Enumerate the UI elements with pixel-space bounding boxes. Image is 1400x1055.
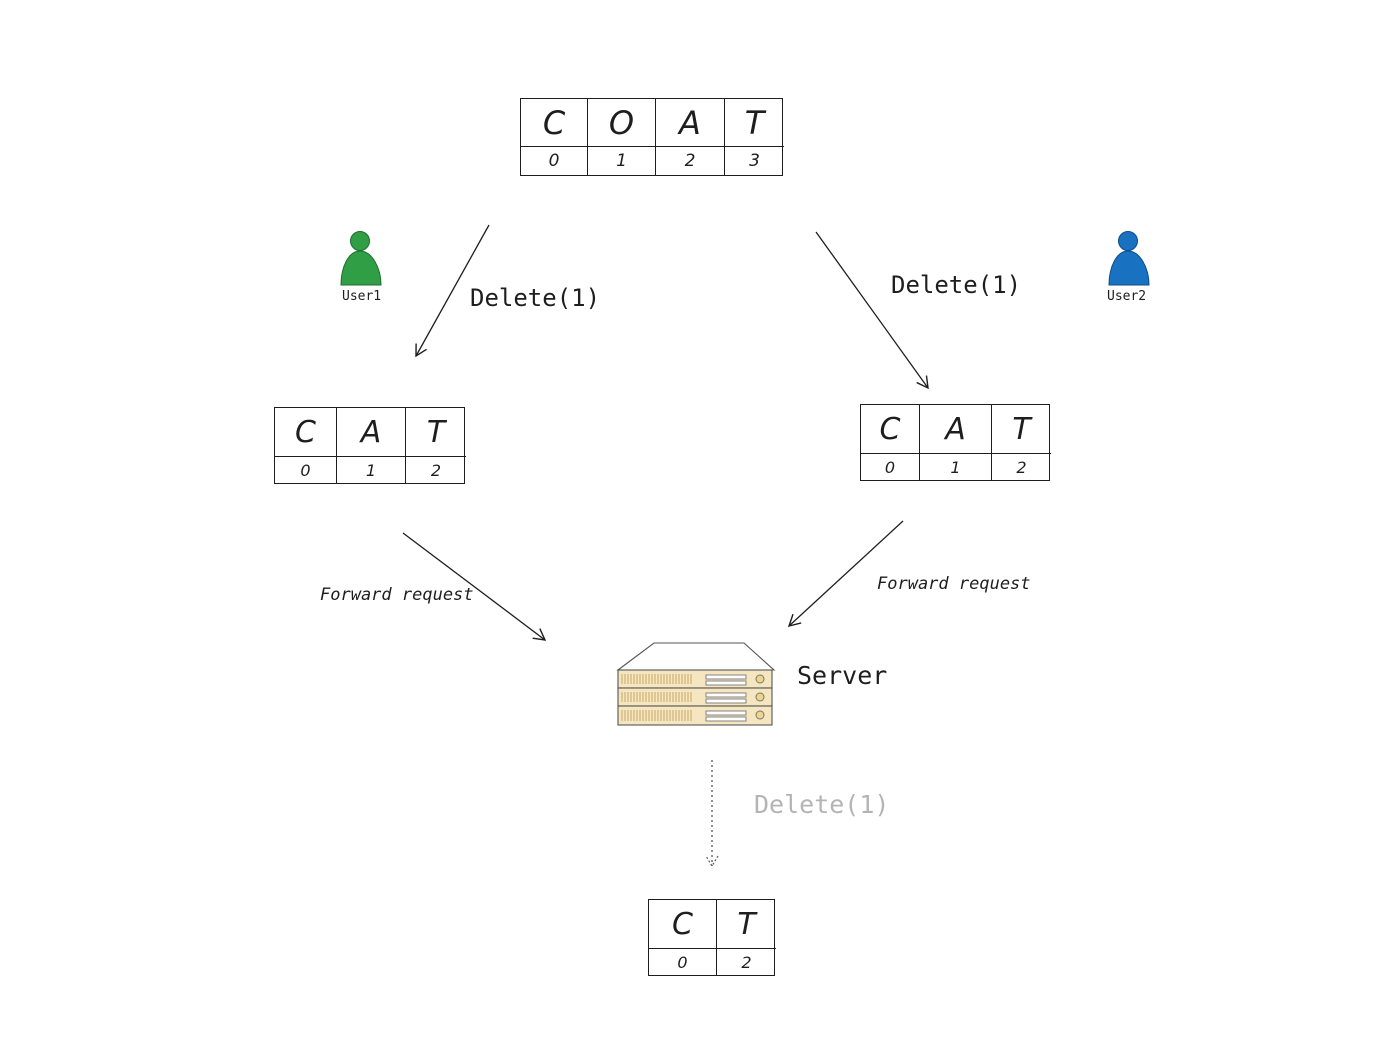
server-label: Server (797, 661, 888, 690)
cell-letter: T (426, 414, 446, 450)
cell-index: 0 (861, 453, 919, 480)
table-user1-result: C 0 A 1 T 2 (274, 407, 466, 484)
server-unit (617, 687, 773, 707)
arrow-original-to-user2 (815, 231, 929, 390)
cell-index: 1 (920, 453, 991, 480)
table-cell: O 1 (588, 99, 656, 175)
table-cell: A 2 (656, 99, 725, 175)
user1-operation-label: Delete(1) (470, 284, 601, 312)
server-top (616, 642, 776, 671)
cell-letter: A (679, 103, 701, 142)
server-operation-label: Delete(1) (754, 790, 890, 819)
table-cell: A 1 (920, 405, 992, 480)
arrow-user1-to-server (402, 532, 547, 641)
table-cell: C 0 (275, 408, 337, 483)
cell-letter: O (608, 103, 635, 142)
table-cell: C 0 (861, 405, 920, 480)
cell-index: 2 (717, 948, 776, 975)
server-unit (617, 705, 773, 726)
cell-index: 2 (656, 146, 724, 175)
user1-body (340, 250, 382, 286)
table-cell: A 1 (337, 408, 406, 483)
server-unit (617, 669, 773, 689)
cell-index: 1 (588, 146, 655, 175)
table-cell: T 2 (717, 900, 776, 975)
cell-letter: T (1012, 411, 1031, 447)
cell-index: 2 (406, 456, 466, 483)
table-final-result: C 0 T 2 (648, 899, 776, 976)
user2-label: User2 (1107, 289, 1147, 304)
server-power-lights (755, 674, 765, 720)
table-cell: C 0 (521, 99, 588, 175)
arrow-original-to-user1 (415, 224, 490, 358)
forward-request-right-label: Forward request (877, 574, 1031, 594)
arrow-user2-to-server (787, 520, 904, 627)
cell-letter: A (360, 414, 382, 450)
cell-letter: C (295, 414, 316, 450)
user2-body (1108, 250, 1150, 286)
cell-letter: T (737, 906, 756, 942)
server-drive-slots (705, 674, 747, 722)
cell-letter: C (672, 906, 693, 942)
user2-person-icon (1108, 231, 1150, 286)
cell-index: 0 (275, 456, 336, 483)
cell-index: 0 (649, 948, 716, 975)
user1-label: User1 (342, 289, 382, 304)
forward-request-left-label: Forward request (320, 585, 474, 605)
cell-index: 0 (521, 146, 587, 175)
cell-letter: C (542, 103, 566, 142)
user2-head (1118, 231, 1138, 251)
table-cell: T 3 (725, 99, 784, 175)
cell-index: 2 (992, 453, 1051, 480)
user2-operation-label: Delete(1) (891, 271, 1022, 299)
server-vents (621, 674, 692, 721)
server-icon (616, 642, 776, 726)
cell-index: 3 (725, 146, 784, 175)
table-user2-result: C 0 A 1 T 2 (860, 404, 1051, 481)
cell-letter: A (945, 411, 966, 447)
table-cell: C 0 (649, 900, 717, 975)
user1-person-icon (340, 231, 382, 286)
table-original: C 0 O 1 A 2 T 3 (520, 98, 784, 176)
cell-index: 1 (337, 456, 405, 483)
user1-head (350, 231, 370, 251)
cell-letter: T (744, 103, 765, 142)
cell-letter: C (879, 411, 901, 447)
table-cell: T 2 (406, 408, 466, 483)
table-cell: T 2 (992, 405, 1051, 480)
